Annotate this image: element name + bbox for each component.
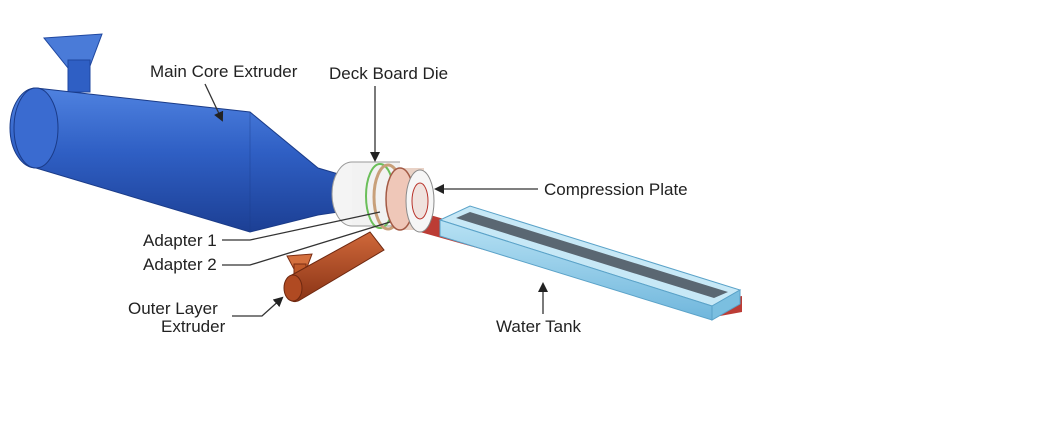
leader-outer-layer-extruder [232,296,284,317]
label-outer-layer-line1: Outer Layer [128,299,218,318]
label-water-tank: Water Tank [496,317,582,336]
barrel-main [9,87,353,233]
leader-adapter-1 [222,211,381,241]
label-adapter-1: Adapter 1 [143,231,217,250]
label-deck-board-die: Deck Board Die [329,64,448,83]
outer-layer-extruder [283,231,385,303]
label-outer-layer-line2: Extruder [161,317,226,336]
label-adapter-2: Adapter 2 [143,255,217,274]
leader-adapter-2 [222,221,391,266]
main-core-extruder [9,33,353,233]
label-compression-plate: Compression Plate [544,180,688,199]
deck-board-die [331,161,435,233]
barrel-end-main [13,87,59,169]
label-main-core-extruder: Main Core Extruder [150,62,298,81]
leader-main-core-extruder [204,83,224,122]
hopper-neck-main [67,59,91,93]
water-tank [438,205,742,321]
